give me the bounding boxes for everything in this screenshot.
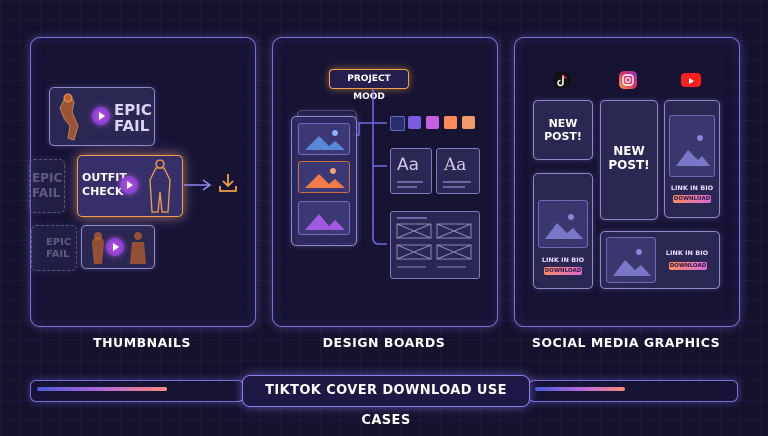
thumbnail-title-line2: CHECK bbox=[82, 185, 124, 198]
mountain-image-icon bbox=[305, 214, 345, 230]
play-icon[interactable] bbox=[120, 176, 138, 194]
link-in-bio-card-wide[interactable]: LINK IN BIO DOWNLOAD bbox=[600, 231, 720, 289]
new-post-text-line2: POST! bbox=[608, 158, 650, 172]
color-swatch[interactable] bbox=[426, 116, 439, 129]
wireframe-layout-card[interactable] bbox=[390, 211, 480, 279]
new-post-text-line2: POST! bbox=[544, 130, 582, 143]
banner-bar-left bbox=[30, 380, 244, 402]
link-in-bio-card-square[interactable]: LINK IN BIO DOWNLOAD bbox=[533, 173, 593, 289]
figure-silhouette-icon bbox=[149, 159, 171, 213]
thumbnail-card-epic-fail[interactable]: EPIC FAIL bbox=[49, 87, 155, 146]
thumbnail-card-outfit-check[interactable]: OUTFIT CHECK bbox=[77, 155, 183, 217]
project-mood-label[interactable]: PROJECT MOOD bbox=[329, 69, 409, 102]
thumbnail-title-line2: FAIL bbox=[46, 249, 70, 260]
banner-progress-right bbox=[535, 387, 625, 391]
youtube-icon[interactable] bbox=[681, 73, 701, 87]
arrow-right-icon bbox=[184, 179, 212, 191]
color-swatch[interactable] bbox=[444, 116, 457, 129]
mountain-image-icon bbox=[613, 249, 651, 276]
thumbnails-panel: EPIC FAIL EPIC FAIL OUTFIT CHECK EPIC FA… bbox=[29, 37, 256, 327]
tiktok-icon[interactable] bbox=[553, 71, 571, 89]
download-button[interactable]: DOWNLOAD bbox=[669, 262, 707, 270]
mountain-image-icon bbox=[305, 130, 345, 150]
mountain-image-icon bbox=[305, 168, 345, 188]
download-button[interactable]: DOWNLOAD bbox=[673, 195, 711, 203]
color-swatch[interactable] bbox=[462, 116, 475, 129]
thumbnail-card-figures[interactable] bbox=[81, 225, 155, 269]
caption-social-media-graphics: SOCIAL MEDIA GRAPHICS bbox=[531, 335, 721, 350]
typography-card-sans[interactable]: Aa bbox=[390, 148, 432, 194]
typography-sample: Aa bbox=[444, 155, 467, 175]
image-placeholder-purple bbox=[298, 201, 350, 235]
caption-design-boards: DESIGN BOARDS bbox=[322, 335, 446, 350]
thumbnail-title-line1: EPIC bbox=[114, 101, 152, 119]
thumbnail-title-line2: FAIL bbox=[114, 117, 150, 135]
play-icon[interactable] bbox=[106, 238, 124, 256]
mountain-image-icon bbox=[545, 214, 583, 239]
figure-silhouette-icon bbox=[92, 232, 146, 264]
typography-sample: Aa bbox=[397, 155, 420, 175]
image-placeholder bbox=[538, 200, 588, 248]
new-post-card[interactable]: NEW POST! bbox=[533, 100, 593, 160]
wireframe-icon bbox=[396, 223, 472, 268]
banner-bar-right bbox=[528, 380, 738, 402]
thumbnail-title-line1: OUTFIT bbox=[82, 171, 127, 184]
mountain-image-icon bbox=[676, 135, 710, 166]
link-in-bio-text: LINK IN BIO bbox=[670, 184, 714, 192]
thumbnail-title-line1: EPIC bbox=[46, 237, 72, 248]
color-swatch[interactable] bbox=[390, 116, 405, 131]
link-in-bio-text: LINK IN BIO bbox=[665, 249, 709, 257]
thumbnail-title-line2: FAIL bbox=[32, 186, 61, 200]
link-in-bio-card-tall[interactable]: LINK IN BIO DOWNLOAD bbox=[664, 100, 720, 218]
banner-progress-left bbox=[37, 387, 167, 391]
caption-thumbnails: THUMBNAILS bbox=[93, 335, 191, 350]
thumbnail-card-epic-fail-faded[interactable]: EPIC FAIL bbox=[29, 159, 65, 213]
play-icon[interactable] bbox=[92, 107, 110, 125]
thumbnail-title-line1: EPIC bbox=[32, 171, 63, 185]
social-media-panel: NEW POST! NEW POST! LINK IN BIO DOWNLOAD… bbox=[514, 37, 740, 327]
thumbnail-card-epic-fail-small[interactable]: EPIC FAIL bbox=[31, 225, 77, 271]
new-post-story-card[interactable]: NEW POST! bbox=[600, 100, 658, 220]
color-swatch[interactable] bbox=[408, 116, 421, 129]
instagram-icon[interactable] bbox=[619, 71, 637, 89]
new-post-text-line1: NEW bbox=[548, 117, 578, 130]
image-placeholder bbox=[669, 115, 715, 177]
link-in-bio-text: LINK IN BIO bbox=[541, 256, 585, 264]
banner-title: TIKTOK COVER DOWNLOAD USE CASES bbox=[242, 375, 530, 428]
figure-silhouette-icon bbox=[59, 93, 79, 141]
moodboard-stack[interactable] bbox=[291, 116, 357, 246]
image-placeholder-blue bbox=[298, 123, 350, 155]
download-icon[interactable] bbox=[217, 172, 239, 194]
design-boards-panel: PROJECT MOOD Aa bbox=[272, 37, 498, 327]
image-placeholder bbox=[606, 237, 656, 283]
download-button[interactable]: DOWNLOAD bbox=[544, 267, 582, 275]
typography-card-serif[interactable]: Aa bbox=[436, 148, 480, 194]
new-post-text-line1: NEW bbox=[613, 144, 645, 158]
image-placeholder-orange bbox=[298, 161, 350, 193]
